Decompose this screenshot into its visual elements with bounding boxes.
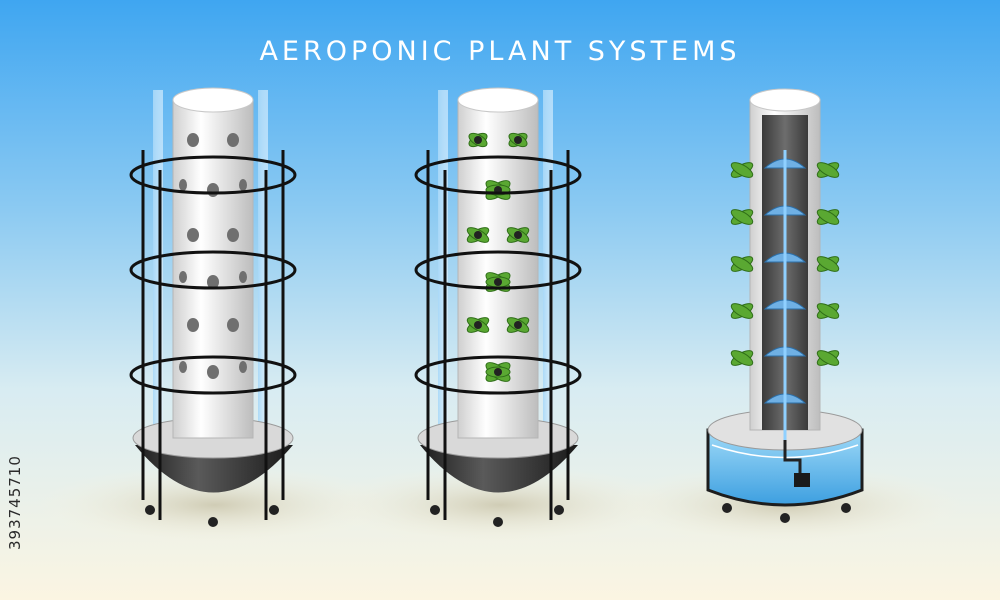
stock-id-text: 393745710 (6, 455, 24, 550)
cutaway-tower (706, 88, 864, 523)
empty-tower (129, 87, 297, 527)
stock-id: 393745710 (6, 360, 28, 600)
page-title: AEROPONIC PLANT SYSTEMS (259, 36, 741, 67)
planted-tower (414, 87, 582, 527)
